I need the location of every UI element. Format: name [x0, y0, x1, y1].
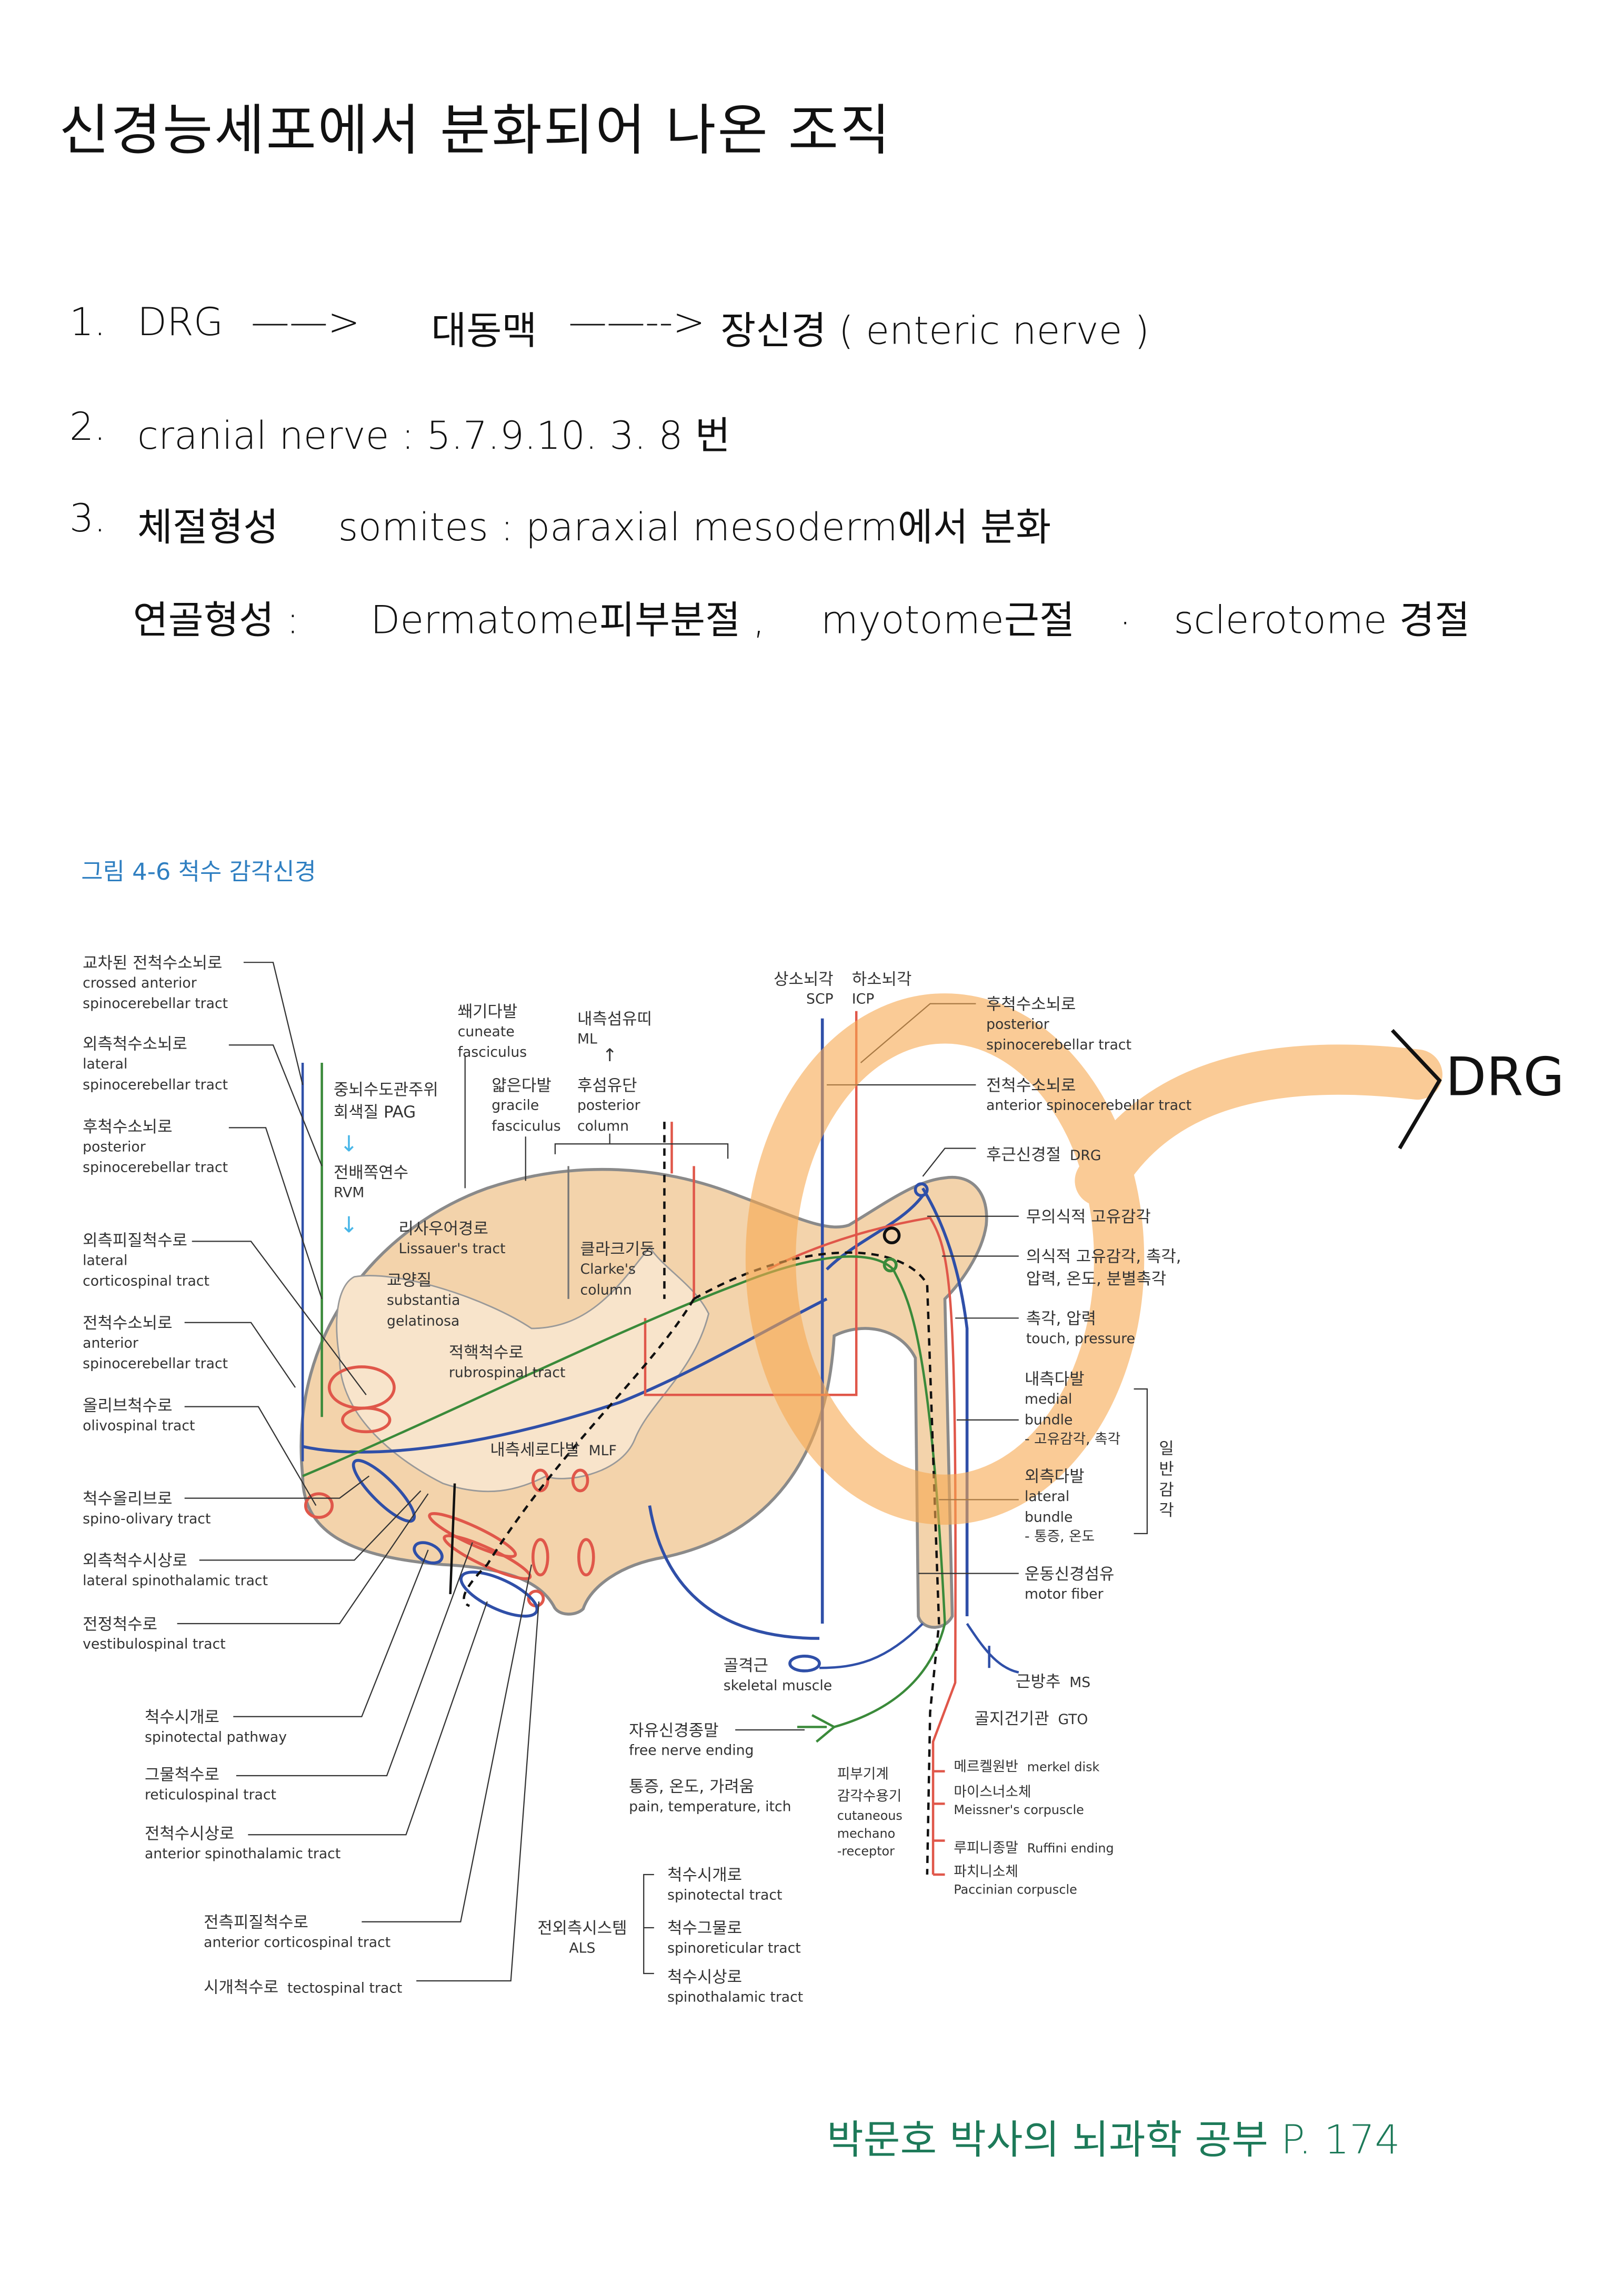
item-text: sclerotome 경절	[1174, 599, 1470, 644]
list-item-1: 1. DRG ——> 대동맥 ——--> 장신경 ( enteric nerve…	[69, 301, 1149, 354]
highlight-circle	[745, 993, 1442, 1525]
list-item-3: 3. 체절형성 somites : paraxial mesoderm에서 분화	[69, 497, 1051, 550]
item-text: Dermatome피부분절 ,	[370, 599, 765, 644]
item-text: 체절형성	[137, 506, 279, 551]
item-text: .	[1119, 590, 1131, 635]
drg-annotation: DRG	[1445, 1048, 1565, 1109]
page-footer-source: 박문호 박사의 뇌과학 공부 P. 174	[827, 2118, 1400, 2164]
item-text: 연골형성 :	[133, 599, 299, 644]
list-item-3-sub: 연골형성 : Dermatome피부분절 , myotome근절 . scler…	[133, 590, 1550, 649]
item-number: 3.	[69, 497, 106, 542]
item-text: 장신경 ( enteric nerve )	[720, 310, 1150, 355]
item-text: cranial nerve : 5.7.9.10. 3. 8 번	[137, 415, 730, 459]
page-title: 신경능세포에서 분화되어 나온 조직	[59, 98, 892, 163]
label-unconscious-proprioception: 무의식적 고유감각	[1026, 1207, 1151, 1227]
item-text: somites : paraxial mesoderm에서 분화	[338, 506, 1051, 551]
up-arrow-icon: ↑	[602, 1045, 617, 1066]
item-text: 대동맥	[431, 310, 537, 355]
label-general-sense: 일반감각	[1159, 1439, 1174, 1520]
item-text: DRG	[137, 301, 224, 346]
item-text: myotome근절	[820, 599, 1075, 644]
down-arrow-icon: ↓	[339, 1131, 358, 1157]
arrow: ——-->	[568, 301, 705, 346]
down-arrow-icon: ↓	[339, 1212, 358, 1238]
item-number: 2.	[69, 406, 106, 450]
item-number: 1.	[69, 301, 106, 346]
arrow: ——>	[250, 301, 360, 346]
grey-matter	[336, 1246, 710, 1493]
annotation-bracket	[1391, 1029, 1442, 1150]
label-conscious-proprioception: 의식적 고유감각, 촉각,압력, 온도, 분별촉각	[1026, 1247, 1181, 1289]
figure-title: 그림 4-6 척수 감각신경	[81, 857, 316, 886]
list-item-2: 2. cranial nerve : 5.7.9.10. 3. 8 번	[69, 406, 730, 459]
